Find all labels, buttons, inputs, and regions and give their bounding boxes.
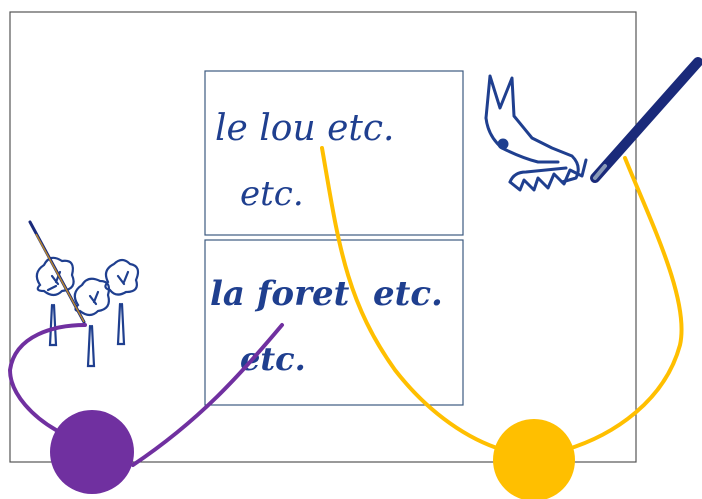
yellow-circle-node: [493, 419, 575, 499]
trees-drawing-icon: [35, 256, 140, 368]
wolf-drawing-icon: [484, 74, 588, 192]
purple-circle-node: [50, 410, 134, 494]
forest-text-line-1: la foret etc.: [210, 274, 443, 314]
forest-text-box: [204, 239, 464, 406]
pen-icon: [590, 57, 702, 183]
wolf-text-line-2: etc.: [240, 174, 304, 214]
yellow-connector: [320, 146, 684, 452]
wolf-text-line-1: le lou etc.: [215, 108, 394, 149]
purple-connector: [7, 323, 284, 467]
forest-text-line-2: etc.: [240, 340, 306, 378]
pen-icon: [28, 220, 86, 324]
page-frame: [9, 11, 637, 463]
